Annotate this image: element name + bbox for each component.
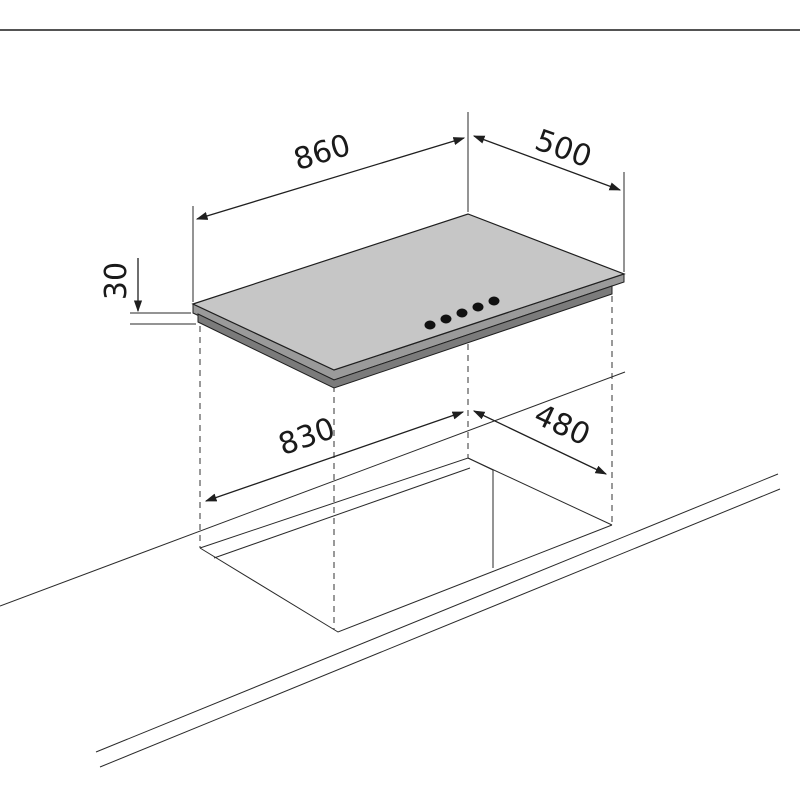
control-knobs — [424, 296, 500, 330]
cutout-opening — [199, 457, 613, 633]
hob — [191, 213, 626, 389]
label-cutout-depth: 480 — [529, 397, 596, 453]
label-hob-height: 30 — [99, 262, 134, 300]
knob-icon — [424, 320, 436, 330]
label-cutout-width: 830 — [274, 411, 340, 463]
dimension-hob-height: 30 — [99, 258, 196, 325]
projection-lines — [199, 296, 613, 630]
knob-icon — [456, 308, 468, 318]
dimension-cutout-depth: 480 — [472, 397, 608, 475]
label-hob-width: 860 — [290, 128, 355, 178]
hob-under-body — [197, 285, 613, 389]
countertop — [0, 371, 781, 768]
knob-icon — [472, 302, 484, 312]
knob-icon — [488, 296, 500, 306]
knob-icon — [440, 314, 452, 324]
label-hob-depth: 500 — [530, 123, 596, 175]
hob-top-surface — [191, 213, 626, 371]
